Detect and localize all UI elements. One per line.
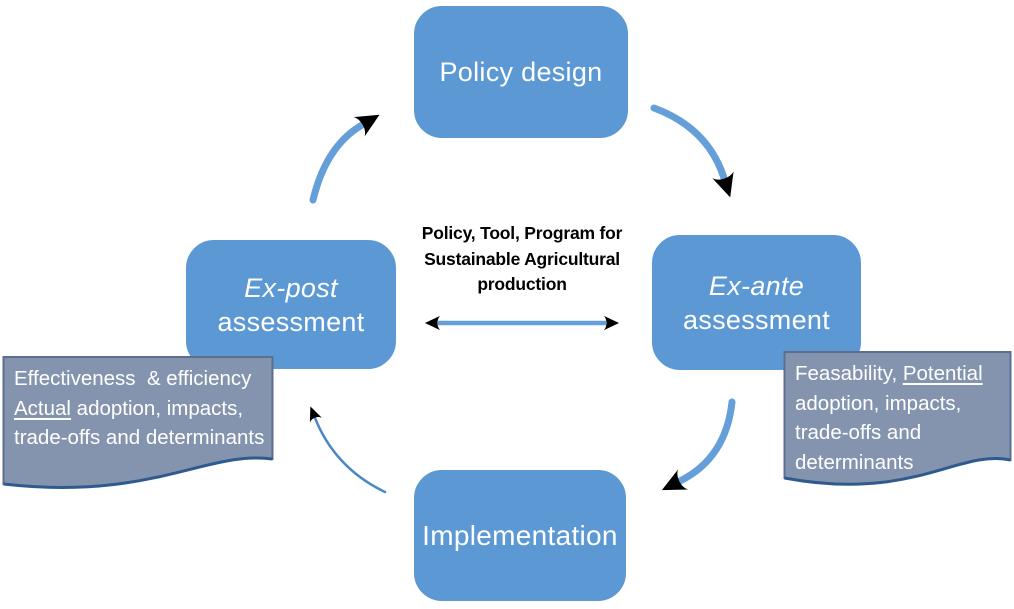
ex-post-note-line2: Actual adoption, impacts, xyxy=(14,396,244,420)
center-label-line3: production xyxy=(477,274,567,294)
center-label-line2: Sustainable Agricultural xyxy=(424,248,620,269)
wave-banner-shape xyxy=(2,356,274,489)
implementation-box: Implementation xyxy=(412,468,628,603)
ex-post-label-line1: Ex-post xyxy=(244,272,338,303)
ex-ante-note-line4: determinants xyxy=(795,450,914,474)
ex-ante-note-text: Feasability, Potential adoption, impacts… xyxy=(783,350,1013,477)
arrow-exante-to-implementation-icon xyxy=(661,398,736,491)
ex-post-note-callout: Effectiveness & efficiency Actual adopti… xyxy=(2,355,274,497)
arrow-implementation-to-expost-icon xyxy=(309,406,387,494)
arrow-policy-to-exante-icon xyxy=(650,104,734,198)
ex-ante-note-callout: Feasability, Potential adoption, impacts… xyxy=(783,350,1013,496)
policy-design-box: Policy design xyxy=(412,4,630,140)
center-label: Policy, Tool, Program for Sustainable Ag… xyxy=(390,221,654,298)
wave-banner-shape xyxy=(783,351,1012,486)
ex-post-assessment-box: Ex-post assessment xyxy=(184,238,398,371)
arrow-expost-to-policy-icon xyxy=(309,114,380,204)
ex-post-label-line2: assessment xyxy=(217,306,365,337)
center-label-line1: Policy, Tool, Program for xyxy=(421,223,623,243)
ex-ante-label-line1: Ex-ante xyxy=(708,270,805,301)
ex-ante-label-line2: assessment xyxy=(682,304,831,335)
ex-post-note-line1: Effectiveness & efficiency xyxy=(14,367,252,390)
implementation-label: Implementation xyxy=(422,519,618,551)
ex-ante-note-line2: adoption, impacts, xyxy=(795,391,962,415)
ex-ante-note-line1: Feasability, Potential xyxy=(795,362,983,385)
ex-post-note-line3: trade-offs and determinants xyxy=(14,426,265,449)
ex-ante-note-line3: trade-offs and xyxy=(795,421,922,444)
ex-post-note-text: Effectiveness & efficiency Actual adopti… xyxy=(2,355,274,453)
ex-ante-assessment-box: Ex-ante assessment xyxy=(650,233,863,372)
policy-design-label: Policy design xyxy=(439,57,603,87)
